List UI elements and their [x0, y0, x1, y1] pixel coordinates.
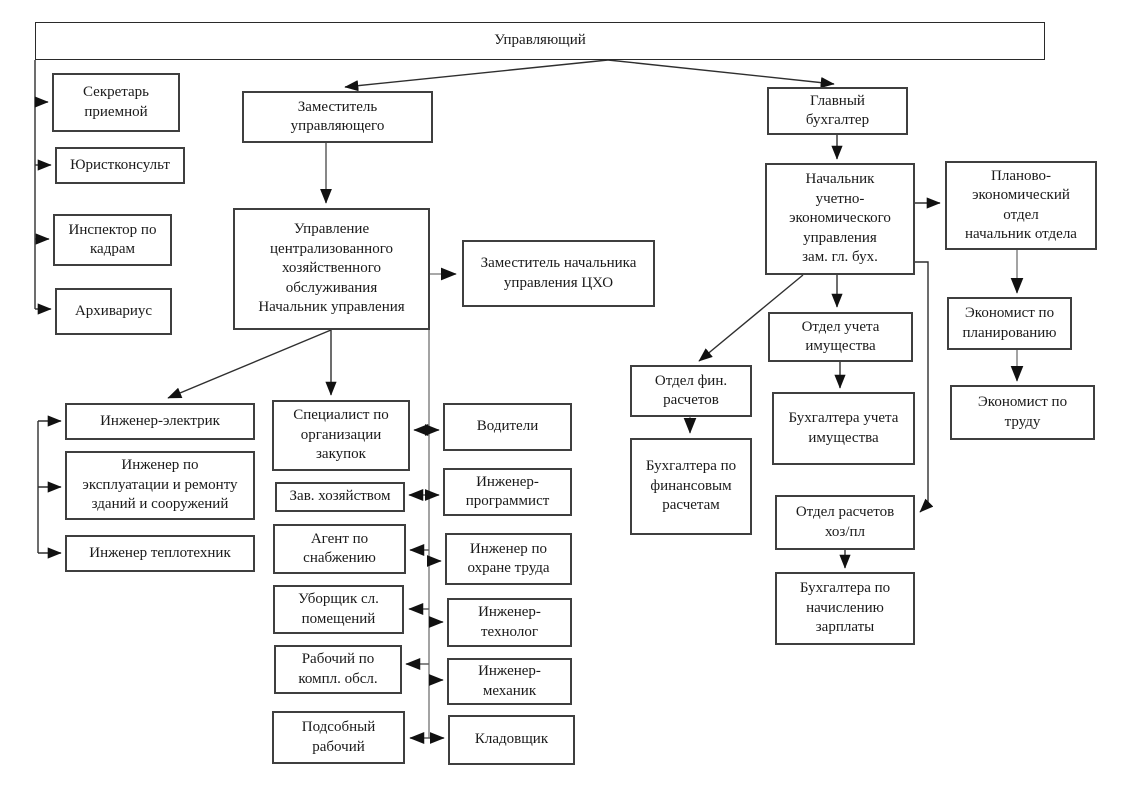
- org-box-lawyer: Юристконсульт: [55, 147, 185, 184]
- org-box-steward: Зав. хозяйством: [275, 482, 405, 512]
- org-box-labor-economist: Экономист по труду: [950, 385, 1095, 440]
- org-box-cleaner: Уборщик сл. помещений: [273, 585, 404, 634]
- org-box-procurement-specialist: Специалист по организации закупок: [272, 400, 410, 471]
- org-box-hoz-dept: Отдел расчетов хоз/пл: [775, 495, 915, 550]
- org-box-deputy-manager: Заместитель управляющего: [242, 91, 433, 143]
- org-box-building-engineer: Инженер по эксплуатации и ремонту зданий…: [65, 451, 255, 520]
- org-box-planning-economist: Экономист по планированию: [947, 297, 1072, 350]
- org-box-helper-worker: Подсобный рабочий: [272, 711, 405, 764]
- org-box-manager: Управляющий: [35, 22, 1045, 60]
- org-box-archivist: Архивариус: [55, 288, 172, 335]
- arrow-accounting-to-fin-dept: [698, 274, 804, 362]
- org-box-property-accountants: Бухгалтера учета имущества: [772, 392, 915, 465]
- arrow-cho-to-electrician: [167, 329, 332, 399]
- org-box-secretary: Секретарь приемной: [52, 73, 180, 132]
- org-box-property-dept: Отдел учета имущества: [768, 312, 913, 362]
- org-box-heat-engineer: Инженер теплотехник: [65, 535, 255, 572]
- org-box-planning-dept: Планово- экономический отдел начальник о…: [945, 161, 1097, 250]
- arrow-manager-to-deputy: [344, 59, 609, 92]
- org-box-deputy-cho: Заместитель начальника управления ЦХО: [462, 240, 655, 307]
- org-box-electrician: Инженер-электрик: [65, 403, 255, 440]
- org-box-drivers: Водители: [443, 403, 572, 451]
- org-box-fin-accountants: Бухгалтера по финансовым расчетам: [630, 438, 752, 535]
- org-box-complex-worker: Рабочий по компл. обсл.: [274, 645, 402, 694]
- org-box-salary-accountants: Бухгалтера по начислению зарплаты: [775, 572, 915, 645]
- org-box-mechanic: Инженер- механик: [447, 658, 572, 705]
- org-box-safety-engineer: Инженер по охране труда: [445, 533, 572, 585]
- org-box-accounting-head: Начальник учетно- экономического управле…: [765, 163, 915, 275]
- org-box-fin-dept: Отдел фин. расчетов: [630, 365, 752, 417]
- arrow-accounting-to-hoz-dept: [915, 261, 934, 513]
- org-box-chief-accountant: Главный бухгалтер: [767, 87, 908, 135]
- org-box-hr-inspector: Инспектор по кадрам: [53, 214, 172, 266]
- org-box-storekeeper: Кладовщик: [448, 715, 575, 765]
- org-box-cho-management: Управление централизованного хозяйственн…: [233, 208, 430, 330]
- org-box-programmer: Инженер- программист: [443, 468, 572, 516]
- org-box-supply-agent: Агент по снабжению: [273, 524, 406, 574]
- org-box-technologist: Инженер- технолог: [447, 598, 572, 647]
- arrow-manager-to-chief-accountant: [607, 59, 835, 89]
